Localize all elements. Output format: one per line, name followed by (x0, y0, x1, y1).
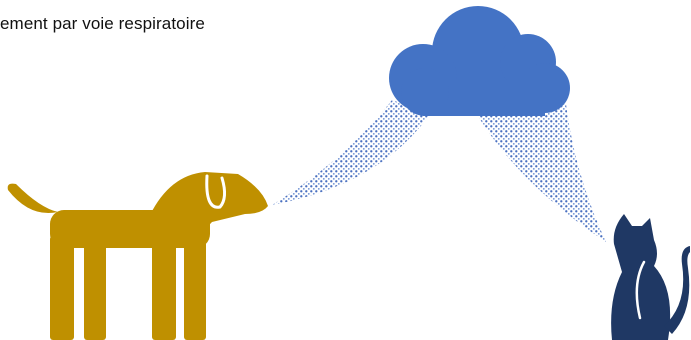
dog-icon (8, 172, 268, 340)
cat-icon (611, 214, 690, 340)
particle-stream-to-dog (272, 100, 430, 205)
cloud-icon (389, 6, 570, 116)
particle-stream-to-cat (478, 104, 606, 242)
